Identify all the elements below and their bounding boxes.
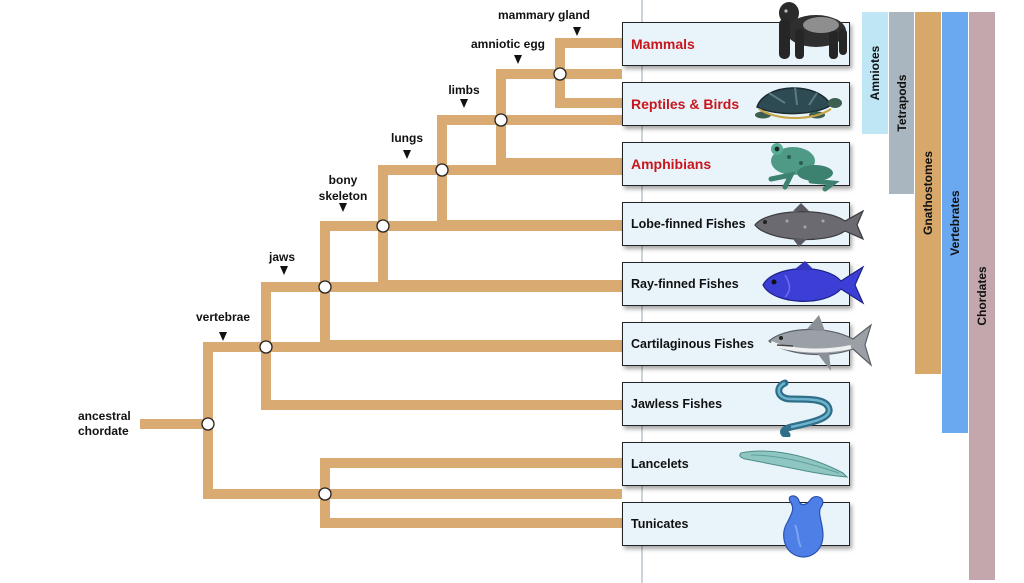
taxon-lancelets: Lancelets: [622, 442, 850, 486]
root-label: ancestral chordate: [78, 409, 131, 438]
taxon-label: Cartilaginous Fishes: [631, 337, 754, 351]
taxon-label: Mammals: [631, 36, 695, 52]
taxon-tunicates: Tunicates: [622, 495, 850, 558]
group-bar-amniotes: Amniotes: [862, 12, 888, 134]
node-sarcopterygii: [435, 163, 449, 177]
node-gnathostome: [318, 280, 332, 294]
taxon-label: Tunicates: [631, 517, 689, 531]
frog-icon: [768, 143, 840, 192]
node-root: [201, 417, 215, 431]
group-bar-vertebrates: Vertebrates: [942, 12, 968, 433]
taxon-mammals: Mammals: [622, 2, 850, 66]
trait-lungs: lungs: [391, 131, 423, 145]
taxon-label: Ray-finned Fishes: [631, 277, 739, 291]
trait-jaws: jaws: [268, 250, 295, 264]
node-amniote: [553, 67, 567, 81]
group-label-vertebrates: Vertebrates: [948, 189, 962, 256]
gorilla-icon: [779, 2, 847, 59]
taxon-ray-finned-fishes: Ray-finned Fishes: [622, 261, 865, 306]
taxon-amphibians: Amphibians: [622, 142, 850, 192]
taxon-lobe-finned-fishes: Lobe-finned Fishes: [622, 202, 865, 247]
taxon-label: Reptiles & Birds: [631, 96, 740, 112]
group-label-gnathostomes: Gnathostomes: [921, 150, 935, 236]
taxon-label: Amphibians: [631, 156, 712, 172]
trait-bony-skeleton: bony skeleton: [318, 173, 368, 203]
shark-icon: [768, 315, 873, 371]
group-bar-gnathostomes: Gnathostomes: [915, 12, 941, 374]
node-tetrapod: [494, 113, 508, 127]
trait-limbs: limbs: [448, 83, 480, 97]
trait-amniotic-egg: amniotic egg: [470, 37, 545, 51]
fish-icon: [762, 261, 865, 305]
taxon-cartilaginous-fishes: Cartilaginous Fishes: [622, 315, 873, 371]
trait-mammary-gland: mammary gland: [497, 8, 591, 22]
node-osteichthyes: [376, 219, 390, 233]
node-tunicate-lancelet: [318, 487, 332, 501]
group-bar-tetrapods: Tetrapods: [889, 12, 914, 194]
taxon-reptiles-birds: Reptiles & Birds: [622, 82, 850, 126]
group-label-tetrapods: Tetrapods: [894, 74, 909, 132]
taxon-jawless-fishes: Jawless Fishes: [622, 379, 850, 437]
tunicate-icon: [783, 495, 824, 558]
lamprey-icon: [775, 379, 833, 437]
lancelet-icon: [739, 450, 849, 478]
taxon-label: Lancelets: [631, 457, 689, 471]
node-vertebrate: [259, 340, 273, 354]
coelacanth-icon: [754, 203, 865, 247]
taxon-label: Jawless Fishes: [631, 397, 723, 411]
group-label-chordates: Chordates: [975, 266, 989, 326]
group-label-amniotes: Amniotes: [868, 45, 882, 101]
group-bar-chordates: Chordates: [969, 12, 995, 580]
turtle-icon: [755, 86, 842, 119]
taxon-label: Lobe-finned Fishes: [631, 217, 746, 231]
trait-vertebrae: vertebrae: [195, 310, 251, 324]
